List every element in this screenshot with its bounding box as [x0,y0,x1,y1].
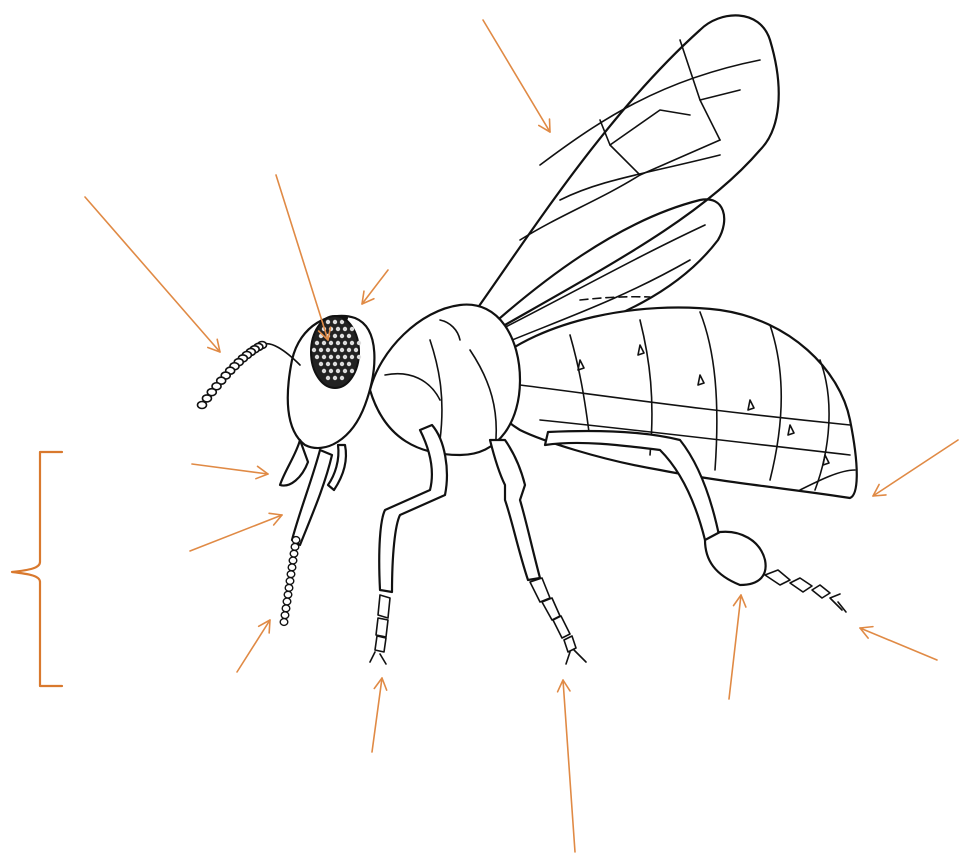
thorax [370,305,520,455]
pointer-hind-tarsal-claw-line [860,628,937,660]
labial-palp [280,537,300,626]
pointer-labial-palp [237,620,270,672]
pointer-maxilla-line [190,515,282,551]
pointer-maxilla [190,513,282,551]
mandible [280,440,308,486]
mouthparts-bracket [12,452,62,686]
pointer-hind-tibia-line [729,595,741,699]
pointer-mandible [192,464,268,479]
pointer-abdomen [873,440,958,496]
pointer-fore-tarsal-claw-line [372,678,382,752]
pointer-fore-tarsal-claw [372,678,387,752]
pointer-mid-tarsal-claw-line [563,680,575,852]
pointer-mandible-line [192,464,268,474]
pointer-compound-eye-line [276,175,328,340]
pointer-ocelli [362,270,388,304]
pointer-hind-tibia [729,595,746,699]
antenna [198,342,301,409]
midleg [490,440,586,664]
foreleg [370,425,447,664]
pointer-abdomen-line [873,440,958,496]
abdomen [487,307,857,498]
pointer-compound-eye [276,175,331,340]
pointer-antenna-line [85,197,220,352]
pointer-ocelli-line [362,270,388,304]
pointer-hind-tarsal-claw [860,627,937,660]
ocelli [342,315,348,321]
pointer-mid-tarsal-claw [558,680,575,852]
pointer-forewing-line [483,20,550,132]
pointer-antenna [85,197,220,352]
pointer-labial-palp-line [237,620,270,672]
pointer-forewing [483,20,550,132]
